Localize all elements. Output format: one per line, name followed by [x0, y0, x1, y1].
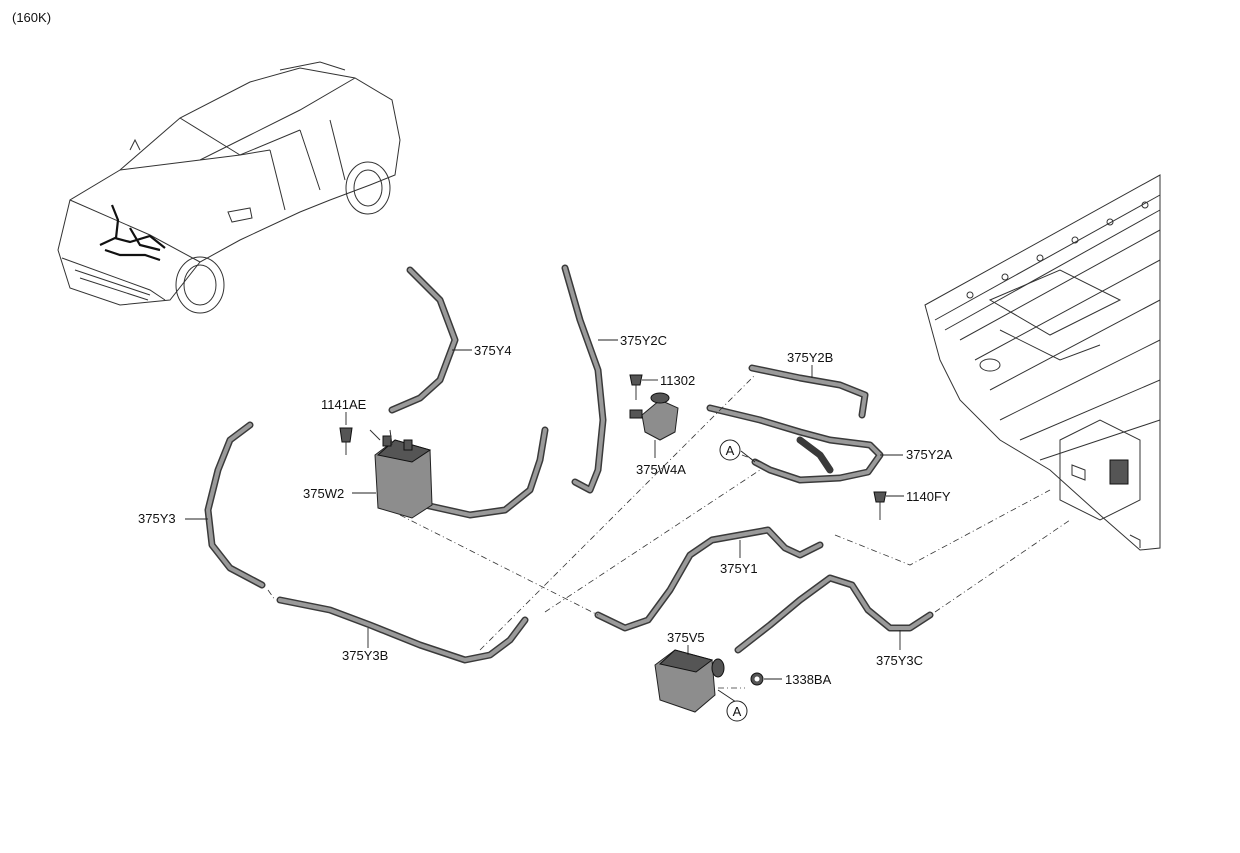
- hose-375Y3B: [276, 596, 529, 664]
- bolt-1140FY: [873, 491, 887, 520]
- label-375Y2C: 375Y2C: [620, 333, 667, 348]
- hose-375Y2C: [561, 264, 607, 494]
- assembly-lines: [267, 374, 1071, 689]
- label-375W2: 375W2: [303, 486, 344, 501]
- reference-mark-bottom-label: A: [733, 704, 742, 719]
- vehicle-illustration: [57, 61, 401, 314]
- label-1338BA: 1338BA: [785, 672, 832, 687]
- label-1141AE: 1141AE: [321, 397, 367, 412]
- label-375Y3B: 375Y3B: [342, 648, 388, 663]
- label-375V5: 375V5: [667, 630, 705, 645]
- header-code: (160K): [12, 10, 51, 25]
- label-375Y2B: 375Y2B: [787, 350, 833, 365]
- hose-375Y3C: [734, 574, 934, 654]
- hose-375Y2B: [748, 364, 869, 419]
- label-1140FY: 1140FY: [906, 489, 951, 504]
- label-375Y4: 375Y4: [474, 343, 512, 358]
- component-375W4A: [629, 392, 679, 441]
- label-375W4A: 375W4A: [636, 462, 686, 477]
- label-375Y3C: 375Y3C: [876, 653, 923, 668]
- label-11302: 11302: [660, 373, 695, 388]
- component-375V5: [654, 649, 725, 713]
- component-375W2: [369, 429, 433, 519]
- label-375Y1: 375Y1: [720, 561, 758, 576]
- hose-375Y1: [594, 526, 824, 632]
- hose-375W2-outlet: [421, 426, 549, 519]
- hose-375Y4: [388, 266, 459, 414]
- reference-mark-bottom: A: [726, 700, 748, 722]
- reference-mark-top: A: [719, 439, 741, 461]
- battery-pack-illustration: [924, 174, 1161, 551]
- bolt-11302: [629, 374, 643, 400]
- leader-lines: [185, 339, 904, 703]
- label-375Y2A: 375Y2A: [906, 447, 953, 462]
- bolt-1141AE: [339, 427, 353, 455]
- hose-375Y3: [204, 421, 266, 589]
- nut-1338BA: [750, 672, 764, 686]
- label-375Y3: 375Y3: [138, 511, 176, 526]
- reference-mark-top-label: A: [726, 443, 735, 458]
